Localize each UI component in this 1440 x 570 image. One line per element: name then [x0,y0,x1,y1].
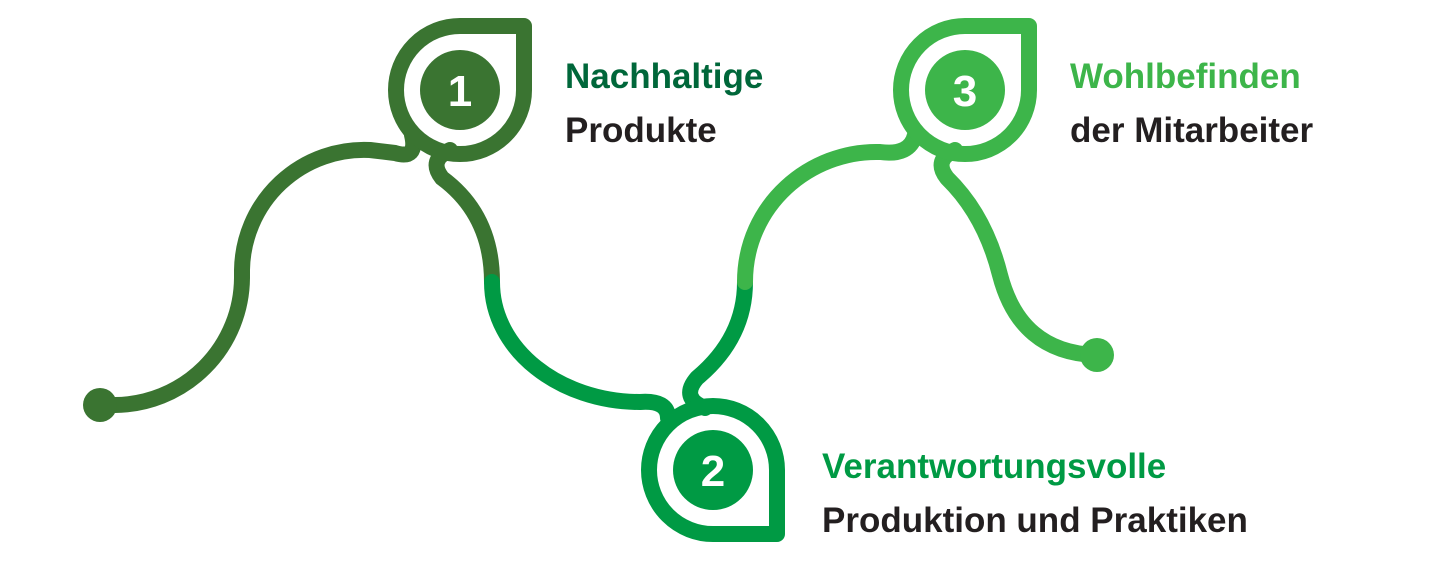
step-1-badge [420,50,500,130]
step-3-number: 3 [953,67,977,116]
step-3-subtitle: der Mitarbeiter [1070,111,1314,150]
step-3-title: Wohlbefinden [1070,57,1301,96]
start-dot [83,388,117,422]
step-1-label: Nachhaltige Produkte [565,50,763,158]
path-segment-1 [92,18,532,413]
step-2-subtitle: Produktion und Praktiken [822,501,1248,540]
step-2-label: Verantwortungsvolle Produktion und Prakt… [822,440,1248,548]
step-1-title: Nachhaltige [565,57,764,96]
step-2-number: 2 [701,447,725,496]
step-3-label: Wohlbefinden der Mitarbeiter [1070,50,1313,158]
end-dot [1080,338,1114,372]
step-1-subtitle: Produkte [565,111,717,150]
step-2-title: Verantwortungsvolle [822,447,1167,486]
path-segment-3 [737,18,1103,363]
drop-3 [893,18,1037,162]
drop-2 [641,398,785,542]
path-segment-2 [484,274,785,542]
step-2-badge [673,430,753,510]
step-3-badge [925,50,1005,130]
drop-1 [388,18,532,162]
step-1-number: 1 [448,67,472,116]
